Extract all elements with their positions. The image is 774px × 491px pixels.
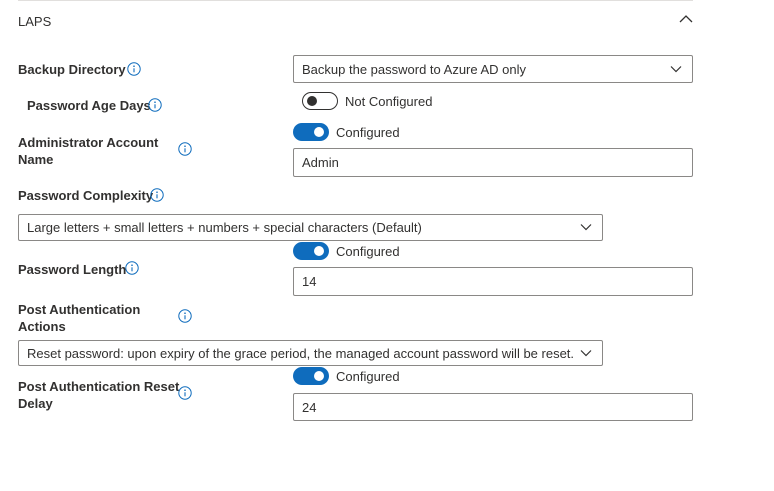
admin-account-name-toggle[interactable]: [293, 123, 329, 141]
post-auth-actions-dropdown[interactable]: Reset password: upon expiry of the grace…: [18, 340, 603, 366]
chevron-up-icon[interactable]: [679, 12, 693, 26]
backup-directory-dropdown[interactable]: Backup the password to Azure AD only: [293, 55, 693, 83]
post-auth-reset-delay-label-line1: Post Authentication Reset: [18, 379, 180, 394]
password-complexity-value: Large letters + small letters + numbers …: [27, 220, 422, 235]
info-icon[interactable]: [178, 386, 192, 400]
password-length-label: Password Length: [18, 262, 127, 277]
chevron-down-icon: [670, 66, 682, 73]
info-icon[interactable]: [178, 142, 192, 156]
post-auth-actions-label: Post Authentication Actions: [18, 301, 140, 335]
post-auth-reset-delay-label: Post Authentication Reset Delay: [18, 378, 179, 412]
post-auth-reset-delay-toggle-text: Configured: [336, 369, 400, 384]
toggle-knob: [307, 96, 317, 106]
info-icon[interactable]: [127, 62, 141, 76]
password-length-input[interactable]: 14: [293, 267, 693, 296]
post-auth-reset-delay-toggle[interactable]: [293, 367, 329, 385]
post-auth-actions-value: Reset password: upon expiry of the grace…: [27, 346, 575, 361]
password-age-days-toggle-text: Not Configured: [345, 94, 433, 109]
toggle-knob: [314, 246, 324, 256]
info-icon[interactable]: [178, 309, 192, 323]
password-length-toggle[interactable]: [293, 242, 329, 260]
password-age-days-toggle[interactable]: [302, 92, 338, 110]
info-icon[interactable]: [148, 98, 162, 112]
password-complexity-dropdown[interactable]: Large letters + small letters + numbers …: [18, 214, 603, 241]
admin-account-name-input[interactable]: Admin: [293, 148, 693, 177]
toggle-knob: [314, 127, 324, 137]
section-title: LAPS: [18, 14, 52, 29]
admin-account-name-label-line2: Name: [18, 152, 54, 167]
chevron-down-icon: [580, 350, 592, 357]
post-auth-actions-label-line1: Post Authentication: [18, 302, 141, 317]
backup-directory-value: Backup the password to Azure AD only: [302, 62, 527, 77]
admin-account-name-label: Administrator Account Name: [18, 134, 158, 168]
admin-account-name-toggle-text: Configured: [336, 125, 400, 140]
chevron-down-icon: [580, 224, 592, 231]
password-length-toggle-text: Configured: [336, 244, 400, 259]
post-auth-actions-label-line2: Actions: [18, 319, 66, 334]
toggle-knob: [314, 371, 324, 381]
password-complexity-label: Password Complexity: [18, 188, 154, 203]
info-icon[interactable]: [125, 261, 139, 275]
info-icon[interactable]: [150, 188, 164, 202]
password-age-days-label: Password Age Days: [27, 98, 151, 113]
post-auth-reset-delay-input[interactable]: 24: [293, 393, 693, 421]
admin-account-name-label-line1: Administrator Account: [18, 135, 159, 150]
post-auth-reset-delay-label-line2: Delay: [18, 396, 53, 411]
section-divider: [18, 0, 693, 1]
backup-directory-label: Backup Directory: [18, 62, 126, 77]
